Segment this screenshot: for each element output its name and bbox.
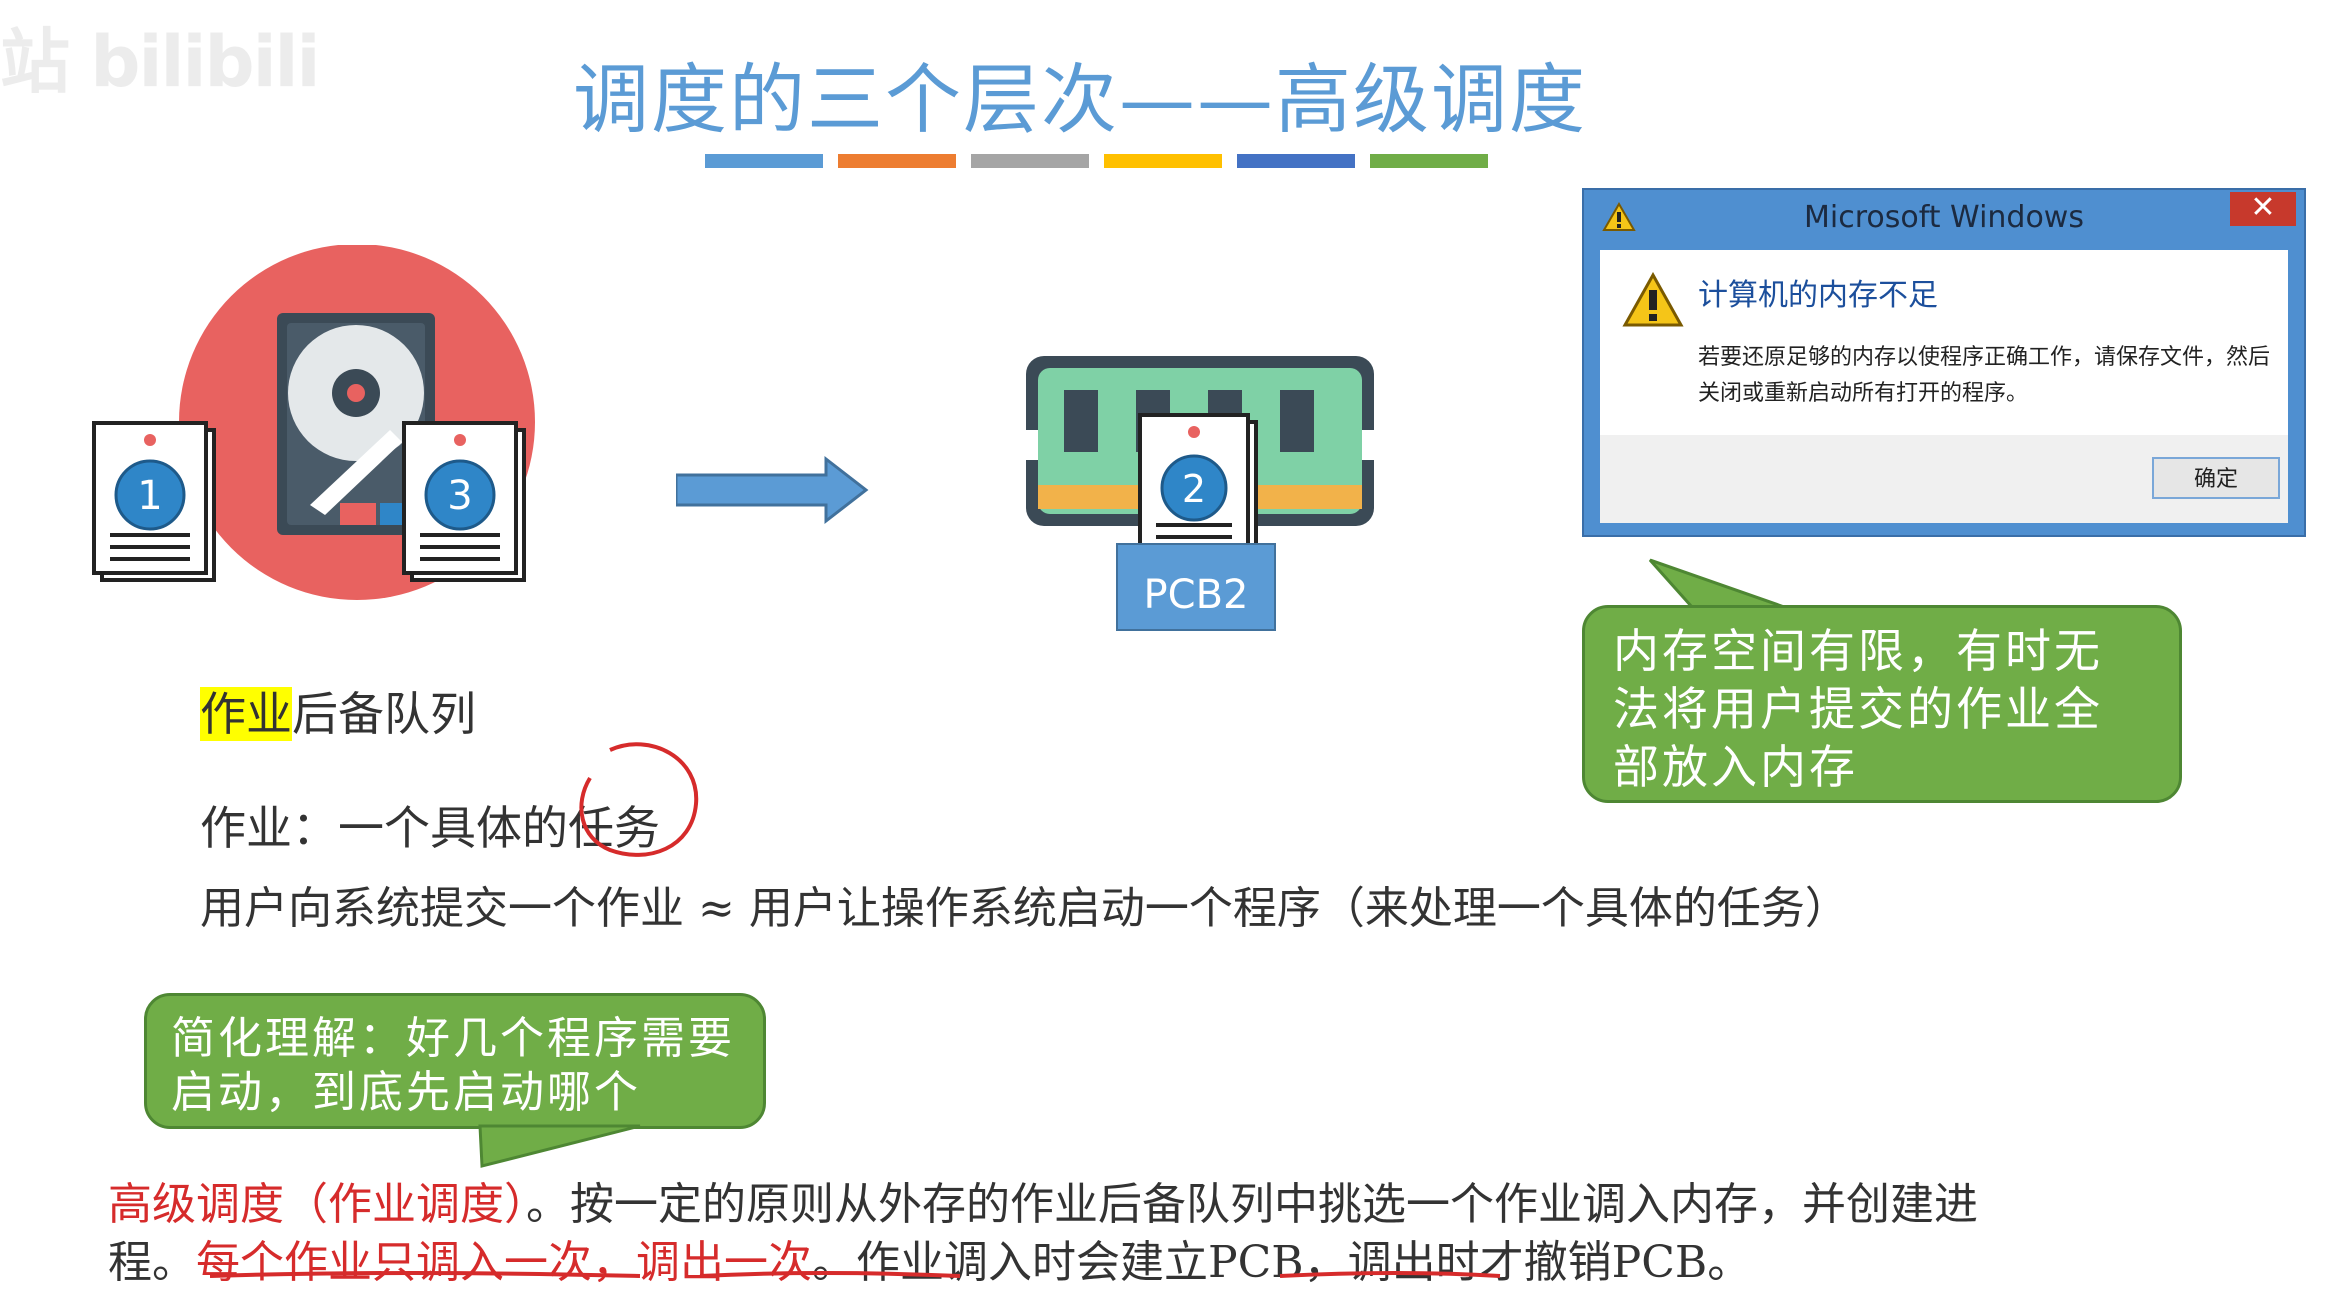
high-level-scheduling-term: 高级调度（作业调度） bbox=[108, 1179, 526, 1230]
red-circle-annotation bbox=[579, 742, 699, 857]
color-bar-segment bbox=[971, 154, 1089, 168]
dialog-footer: 确定 bbox=[1600, 435, 2288, 523]
warning-icon bbox=[1602, 202, 1636, 231]
memory-module-illustration: 2 bbox=[1026, 356, 1374, 564]
load-once-emphasis: 每个作业只调入一次，调出一次 bbox=[196, 1237, 812, 1288]
queue-label-rest: 后备队列 bbox=[292, 687, 476, 741]
definition-line2-end: 。作业调入时会建立PCB，调出时才撤销PCB。 bbox=[812, 1237, 1752, 1288]
document-icon-2 bbox=[1138, 413, 1258, 564]
red-underline-annotation bbox=[209, 1271, 1501, 1278]
out-of-memory-dialog: Microsoft Windows ✕ 计算机的内存不足 若要还原足够的内存以使… bbox=[1582, 188, 2306, 537]
pcb2-label: PCB2 bbox=[1116, 543, 1276, 631]
color-bar-segment bbox=[1237, 154, 1355, 168]
high-level-scheduling-definition-line1: 高级调度（作业调度）。按一定的原则从外存的作业后备队列中挑选一个作业调入内存，并… bbox=[108, 1168, 1978, 1232]
color-bar-segment bbox=[838, 154, 956, 168]
document-icon-3 bbox=[402, 421, 526, 582]
document-number-2: 2 bbox=[1182, 467, 1206, 511]
dialog-message: 若要还原足够的内存以使程序正确工作，请保存文件，然后关闭或重新启动所有打开的程序… bbox=[1698, 345, 2271, 406]
document-number-1: 1 bbox=[137, 473, 162, 519]
title-color-bar bbox=[705, 154, 1503, 168]
definition-line2-start: 程。 bbox=[108, 1237, 196, 1288]
slide-title: 调度的三个层次——高级调度 bbox=[573, 55, 1587, 144]
ok-button[interactable]: 确定 bbox=[2152, 457, 2280, 499]
hard-disk-icon bbox=[277, 313, 435, 535]
dialog-title: Microsoft Windows bbox=[1804, 200, 2084, 235]
color-bar-segment bbox=[1104, 154, 1222, 168]
definition-rest: 。按一定的原则从外存的作业后备队列中挑选一个作业调入内存，并创建进 bbox=[526, 1179, 1978, 1230]
dialog-heading: 计算机的内存不足 bbox=[1698, 278, 1938, 313]
disk-job-queue-illustration: 1 3 bbox=[92, 245, 535, 600]
right-arrow-icon bbox=[676, 455, 869, 525]
warning-icon-large bbox=[1622, 272, 1684, 327]
document-icon-1 bbox=[92, 421, 216, 582]
job-submit-explanation: 用户向系统提交一个作业 ≈ 用户让操作系统启动一个程序（来处理一个具体的任务） bbox=[200, 883, 1849, 934]
memory-limit-callout: 内存空间有限，有时无法将用户提交的作业全部放入内存 bbox=[1582, 605, 2182, 803]
job-queue-label: 作业后备队列 bbox=[200, 678, 476, 744]
dialog-body: 计算机的内存不足 若要还原足够的内存以使程序正确工作，请保存文件，然后关闭或重新… bbox=[1600, 250, 2288, 435]
dialog-close-button[interactable]: ✕ bbox=[2230, 192, 2296, 226]
simplified-understanding-callout: 简化理解：好几个程序需要启动，到底先启动哪个 bbox=[144, 993, 766, 1129]
callout-pointer-left bbox=[478, 1124, 641, 1168]
color-bar-segment bbox=[705, 154, 823, 168]
highlighted-term: 作业 bbox=[200, 687, 292, 741]
bilibili-watermark: 站 bilibili bbox=[0, 21, 321, 103]
job-definition: 作业：一个具体的任务 bbox=[200, 801, 660, 855]
color-bar-segment bbox=[1370, 154, 1488, 168]
high-level-scheduling-definition-line2: 程。每个作业只调入一次，调出一次。作业调入时会建立PCB，调出时才撤销PCB。 bbox=[108, 1226, 1751, 1290]
document-number-3: 3 bbox=[447, 473, 472, 519]
